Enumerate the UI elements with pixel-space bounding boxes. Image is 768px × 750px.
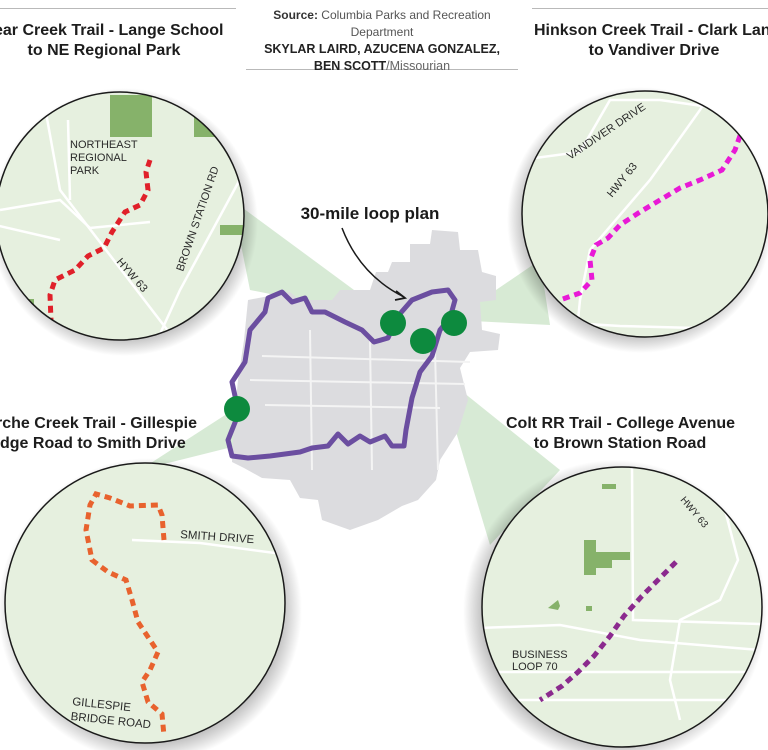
inset-title-perche-creek: rche Creek Trail - Gillespie dge Road to… — [0, 414, 197, 454]
top-rule-right — [532, 8, 768, 9]
inset-perche-creek[interactable]: SMITH DRIVE GILLESPIE BRIDGE ROAD — [0, 458, 302, 750]
beam-top-left — [232, 200, 392, 318]
credit-block: Source: Columbia Parks and Recreation De… — [246, 7, 518, 75]
marker-perche-creek[interactable] — [224, 396, 250, 422]
inset-background — [482, 467, 762, 747]
park-area — [548, 600, 560, 610]
trail-hinkson-creek — [559, 111, 747, 303]
inset-title-bear-creek: ear Creek Trail - Lange School to NE Reg… — [0, 21, 224, 61]
source-line: Source: Columbia Parks and Recreation De… — [246, 7, 518, 41]
inset-hinkson-creek[interactable]: VANDIVER DRIVE HWY 63 — [507, 80, 768, 353]
title-line: dge Road to Smith Drive — [0, 435, 186, 452]
park-area — [602, 484, 616, 489]
title-line: Colt RR Trail - College Avenue — [506, 415, 736, 432]
title-line: to NE Regional Park — [27, 42, 181, 59]
title-line: Hinkson Creek Trail - Clark Lane — [534, 22, 768, 39]
inset-background — [5, 463, 285, 743]
trail-markers — [224, 310, 467, 422]
city-area — [232, 230, 500, 530]
trail-perche-creek — [83, 491, 167, 737]
park-area — [586, 606, 592, 611]
park-area — [220, 225, 244, 235]
credit-names-line2: BEN SCOTT/Missourian — [246, 58, 518, 75]
inset-border — [0, 91, 245, 341]
callout-arrow — [341, 227, 405, 298]
top-rule-left — [0, 8, 236, 9]
credit-names: SKYLAR LAIRD, AZUCENA GONZALEZ, — [264, 42, 500, 56]
inset-border — [481, 466, 763, 748]
trail-colt-rr — [538, 560, 678, 703]
inset-border — [521, 90, 768, 338]
inset-border — [4, 462, 286, 744]
inset-title-colt-rr: Colt RR Trail - College Avenue to Brown … — [506, 414, 736, 454]
callout-arrowhead — [394, 290, 408, 301]
source-label: Source: — [273, 8, 318, 22]
inset-title-hinkson-creek: Hinkson Creek Trail - Clark Lane to Vand… — [534, 21, 768, 61]
map-label: NORTHEAST REGIONAL PARK — [70, 139, 141, 177]
publication: /Missourian — [386, 59, 451, 73]
beam-bottom-left — [140, 408, 260, 470]
inset-bear-creek[interactable]: NORTHEAST REGIONAL PARK HYW 63 BROWN STA… — [0, 80, 258, 356]
callout-label: 30-mile loop plan — [301, 204, 440, 223]
source-text: Columbia Parks and Recreation Department — [321, 8, 491, 39]
map-label: BUSINESS LOOP 70 — [512, 649, 571, 673]
title-line: ear Creek Trail - Lange School — [0, 22, 224, 39]
marker-colt-rr[interactable] — [410, 328, 436, 354]
park-area — [584, 540, 630, 575]
inset-colt-rr[interactable]: HWY 63 BUSINESS LOOP 70 — [463, 460, 767, 750]
park-area — [110, 95, 152, 137]
title-line: to Brown Station Road — [533, 435, 707, 452]
marker-hinkson-creek[interactable] — [441, 310, 467, 336]
title-line: to Vandiver Drive — [588, 42, 720, 59]
marker-bear-creek[interactable] — [380, 310, 406, 336]
title-line: rche Creek Trail - Gillespie — [0, 415, 197, 432]
inset-background — [522, 91, 768, 337]
credit-name: BEN SCOTT — [313, 59, 387, 73]
road-label: SMITH DRIVE — [180, 529, 255, 546]
credit-rule — [246, 69, 518, 70]
trail-bear-creek — [47, 159, 153, 321]
